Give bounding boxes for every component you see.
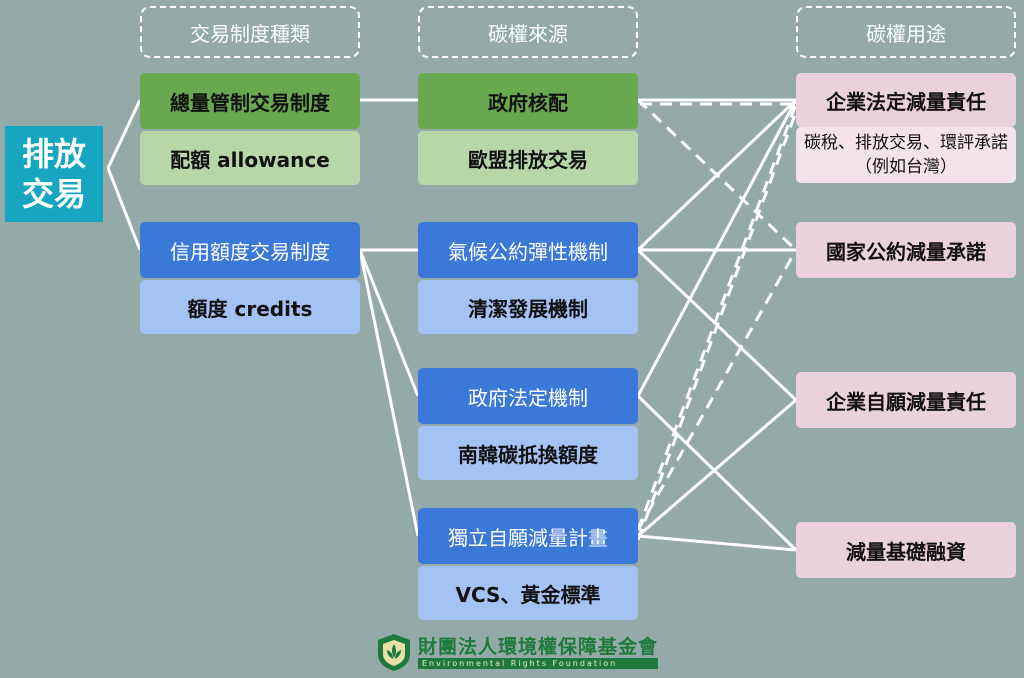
connector-voluntary-use1-dashed-b xyxy=(636,111,798,541)
credits-box: 額度 credits xyxy=(140,280,360,334)
connector-voluntary-use1-dashed-a xyxy=(636,103,798,531)
credit-trading-box: 信用額度交易制度 xyxy=(140,222,360,278)
use-national-commitment: 國家公約減量承諾 xyxy=(796,222,1016,278)
header-credit-sources: 碳權來源 xyxy=(418,6,638,58)
emission-trading-label: 排放 交易 xyxy=(5,126,103,222)
header-credit-uses: 碳權用途 xyxy=(796,6,1016,58)
cap-and-trade-box: 總量管制交易制度 xyxy=(140,73,360,129)
use-results-based-finance: 減量基礎融資 xyxy=(796,522,1016,578)
foundation-logo: 財團法人環境權保障基金會 Environmental Rights Founda… xyxy=(376,632,659,672)
source-korea-offset: 南韓碳抵換額度 xyxy=(418,426,638,480)
header-trading-types: 交易制度種類 xyxy=(140,6,360,58)
connector-credit-legal xyxy=(358,249,420,397)
connector-main-cap xyxy=(106,99,142,169)
connector-voluntary-use3 xyxy=(637,398,797,538)
source-climate-flex-mechanism: 氣候公約彈性機制 xyxy=(418,222,638,278)
source-voluntary-program: 獨立自願減量計畫 xyxy=(418,508,638,564)
foundation-emblem-icon xyxy=(378,634,410,671)
use-corporate-legal: 企業法定減量責任 xyxy=(796,73,1016,127)
foundation-name: 財團法人環境權保障基金會 xyxy=(418,635,659,658)
source-gov-allocation: 政府核配 xyxy=(418,73,638,129)
connector-gov-use2-dashed xyxy=(636,98,798,252)
source-gov-legal-mechanism: 政府法定機制 xyxy=(418,368,638,424)
source-eu-ets: 歐盟排放交易 xyxy=(418,131,638,185)
source-vcs-gold-standard: VCS、黃金標準 xyxy=(418,566,638,620)
use-corporate-legal-examples: 碳稅、排放交易、環評承諾（例如台灣） xyxy=(796,127,1016,183)
allowance-box: 配額 allowance xyxy=(140,131,360,185)
source-cdm: 清潔發展機制 xyxy=(418,280,638,334)
connector-legal-use4 xyxy=(636,394,798,552)
foundation-name-english: Environmental Rights Foundation xyxy=(418,657,659,669)
connector-voluntary-use2-dashed xyxy=(636,249,798,531)
connector-credit-voluntary xyxy=(358,249,420,537)
connector-voluntary-use4 xyxy=(637,534,797,552)
use-corporate-voluntary: 企業自願減量責任 xyxy=(796,372,1016,428)
connector-main-credit xyxy=(106,167,142,251)
connector-legal-use1 xyxy=(636,99,798,397)
